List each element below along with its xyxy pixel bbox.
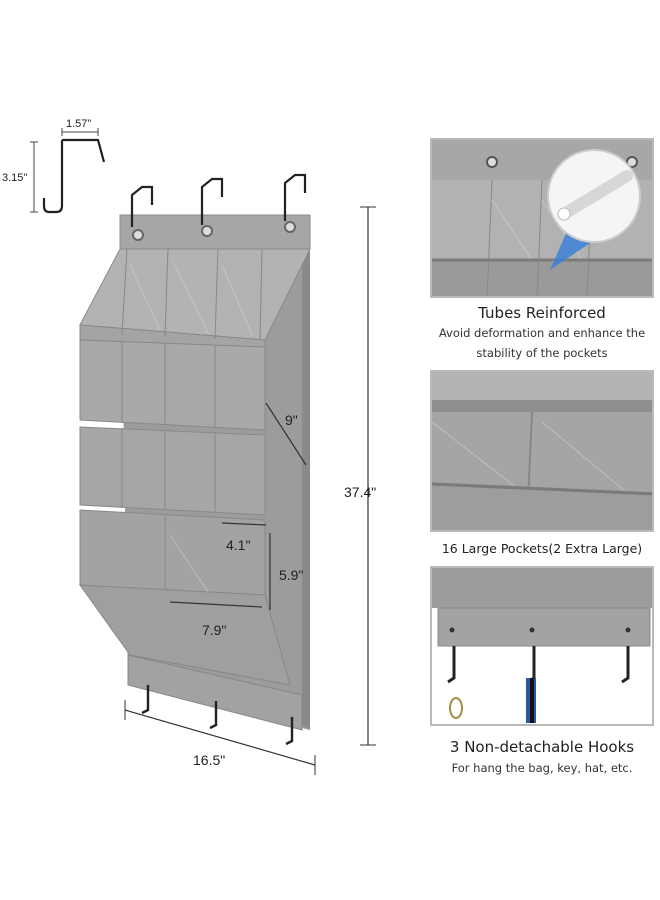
- grommet-left: [132, 229, 144, 241]
- feature-title-tubes: Tubes Reinforced: [478, 304, 606, 322]
- feature-image-tubes: [430, 138, 654, 298]
- pockets-illustration: [432, 372, 652, 530]
- pocket-row-2: [79, 339, 266, 431]
- hook-top-outline: [62, 138, 106, 163]
- pocket-large-width-label: 7.9": [202, 622, 227, 638]
- organizer-illustration: [78, 173, 376, 775]
- pocket-row-5: [78, 584, 291, 686]
- hook-width-label: 1.57": [66, 118, 92, 130]
- top-rail: [119, 214, 311, 250]
- bottom-rail: [127, 654, 303, 731]
- tubes-illustration: [432, 140, 652, 296]
- grommet-middle: [201, 225, 213, 237]
- hook-height-label: 3.15": [2, 172, 28, 184]
- bottom-hook-3: [285, 717, 294, 746]
- pocket-small-width-line: [221, 522, 267, 526]
- depth-line: [265, 402, 307, 466]
- total-height-label: 37.4": [344, 484, 377, 500]
- hooks-illustration: [432, 568, 652, 723]
- feature-title-pockets: 16 Large Pockets(2 Extra Large): [441, 541, 643, 556]
- bottom-hook-2: [209, 701, 218, 730]
- total-width-label: 16.5": [193, 752, 226, 768]
- top-hook-3: [283, 173, 307, 221]
- feature-image-pockets: [430, 370, 654, 532]
- feature-desc-tubes: Avoid deformation and enhance the stabil…: [438, 326, 646, 360]
- top-hook-1: [130, 185, 154, 227]
- feature-title-hooks: 3 Non-detachable Hooks: [449, 738, 635, 756]
- top-hook-2: [200, 177, 224, 225]
- depth-label: 9": [285, 412, 298, 428]
- feature-desc-hooks: For hang the bag, key, hat, etc.: [451, 761, 633, 775]
- hook-diagram: [30, 128, 106, 214]
- pocket-small-width-label: 4.1": [226, 537, 251, 553]
- pocket-height-label: 5.9": [279, 567, 304, 583]
- pocket-large-width-line: [169, 601, 263, 608]
- total-width-line: [124, 709, 316, 766]
- bottom-hook-1: [141, 685, 150, 715]
- feature-image-hooks: [430, 566, 654, 726]
- hook-body-outline: [42, 140, 64, 214]
- pocket-row-3: [79, 426, 266, 516]
- grommet-right: [284, 221, 296, 233]
